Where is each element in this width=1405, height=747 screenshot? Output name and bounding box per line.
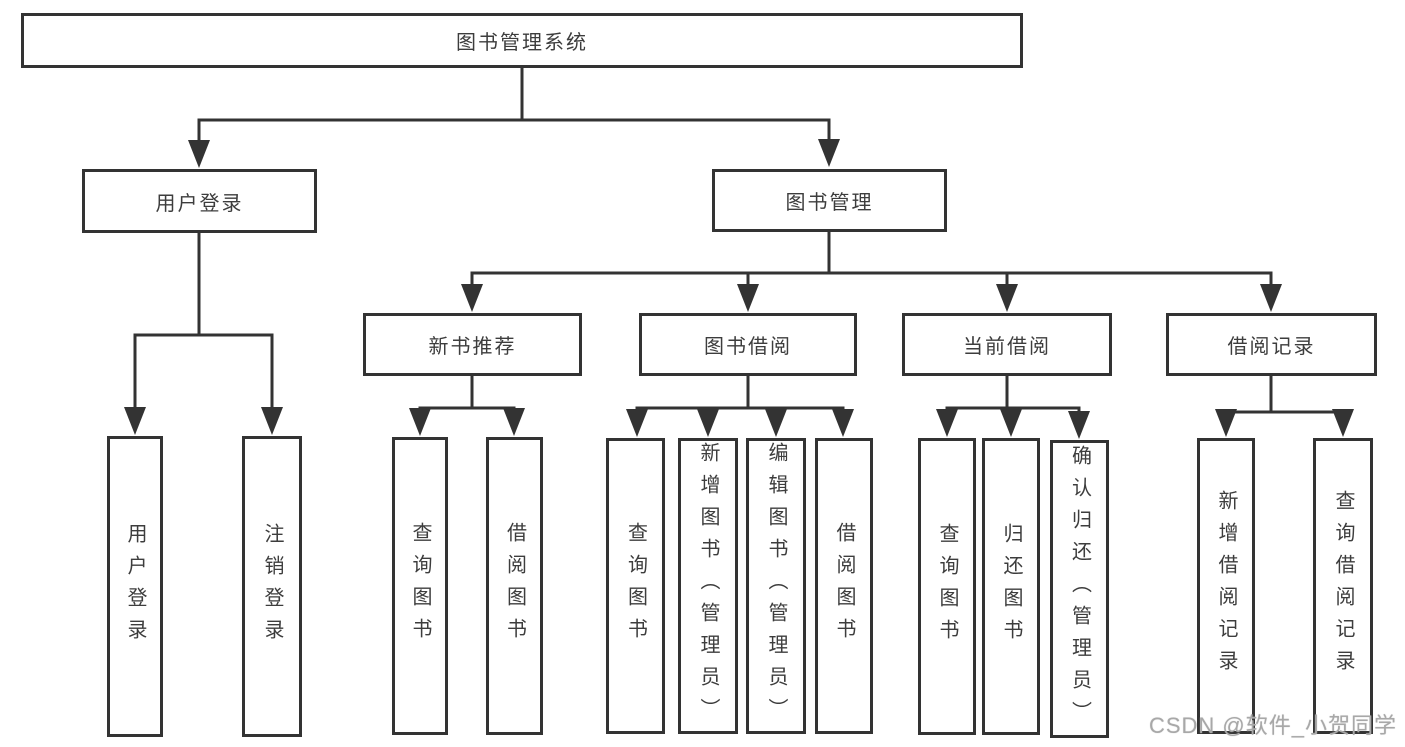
leaf-cu-confirm-return-admin: 确认归还（管理员） bbox=[1050, 440, 1109, 738]
node-new-book-recommend-label: 新书推荐 bbox=[428, 336, 517, 358]
leaf-logout: 注销登录 bbox=[242, 436, 302, 737]
leaf-cu-confirm-return-admin-label: 确认归还（管理员） bbox=[1068, 445, 1091, 733]
leaf-bw-borrow-books: 借阅图书 bbox=[815, 438, 873, 734]
leaf-bw-add-books-admin: 新增图书（管理员） bbox=[678, 438, 738, 734]
node-current-borrow-label: 当前借阅 bbox=[963, 336, 1051, 358]
leaf-re-query-borrow-record: 查询借阅记录 bbox=[1313, 438, 1373, 734]
leaf-user-login: 用户登录 bbox=[107, 436, 163, 737]
node-book-borrow: 图书借阅 bbox=[639, 313, 857, 376]
leaf-bw-query-books-label: 查询图书 bbox=[624, 522, 647, 650]
arrowheads bbox=[124, 139, 1354, 439]
node-borrow-record-label: 借阅记录 bbox=[1227, 336, 1316, 358]
node-current-borrow: 当前借阅 bbox=[902, 313, 1112, 376]
node-book-management: 图书管理 bbox=[712, 169, 947, 232]
leaf-nr-borrow-books: 借阅图书 bbox=[486, 437, 543, 735]
node-root-label: 图书管理系统 bbox=[456, 32, 588, 54]
leaf-user-login-label: 用户登录 bbox=[124, 522, 146, 651]
leaf-re-query-borrow-record-label: 查询借阅记录 bbox=[1332, 490, 1354, 682]
leaf-cu-query-books: 查询图书 bbox=[918, 438, 976, 735]
leaf-cu-return-books-label: 归还图书 bbox=[1000, 522, 1022, 651]
leaf-bw-add-books-admin-label: 新增图书（管理员） bbox=[697, 442, 719, 730]
leaf-bw-borrow-books-label: 借阅图书 bbox=[833, 522, 855, 650]
leaf-nr-query-books-label: 查询图书 bbox=[409, 522, 431, 650]
leaf-cu-return-books: 归还图书 bbox=[982, 438, 1040, 735]
node-user-login-label: 用户登录 bbox=[155, 192, 244, 215]
leaf-nr-borrow-books-label: 借阅图书 bbox=[503, 522, 526, 650]
node-borrow-record: 借阅记录 bbox=[1166, 313, 1377, 376]
leaf-cu-query-books-label: 查询图书 bbox=[936, 522, 958, 651]
leaf-re-add-borrow-record-label: 新增借阅记录 bbox=[1215, 490, 1237, 682]
leaf-bw-edit-books-admin-label: 编辑图书（管理员） bbox=[765, 442, 787, 730]
leaf-bw-edit-books-admin: 编辑图书（管理员） bbox=[746, 438, 806, 734]
node-user-login: 用户登录 bbox=[82, 169, 317, 233]
node-book-management-label: 图书管理 bbox=[785, 192, 874, 214]
node-book-borrow-label: 图书借阅 bbox=[704, 336, 792, 358]
node-root-system: 图书管理系统 bbox=[21, 13, 1023, 68]
csdn-watermark: CSDN @软件_小贺同学 bbox=[1148, 713, 1397, 738]
leaf-logout-label: 注销登录 bbox=[261, 522, 283, 651]
node-new-book-recommend: 新书推荐 bbox=[363, 313, 582, 376]
leaf-re-add-borrow-record: 新增借阅记录 bbox=[1197, 438, 1255, 734]
leaf-nr-query-books: 查询图书 bbox=[392, 437, 448, 735]
leaf-bw-query-books: 查询图书 bbox=[606, 438, 665, 734]
